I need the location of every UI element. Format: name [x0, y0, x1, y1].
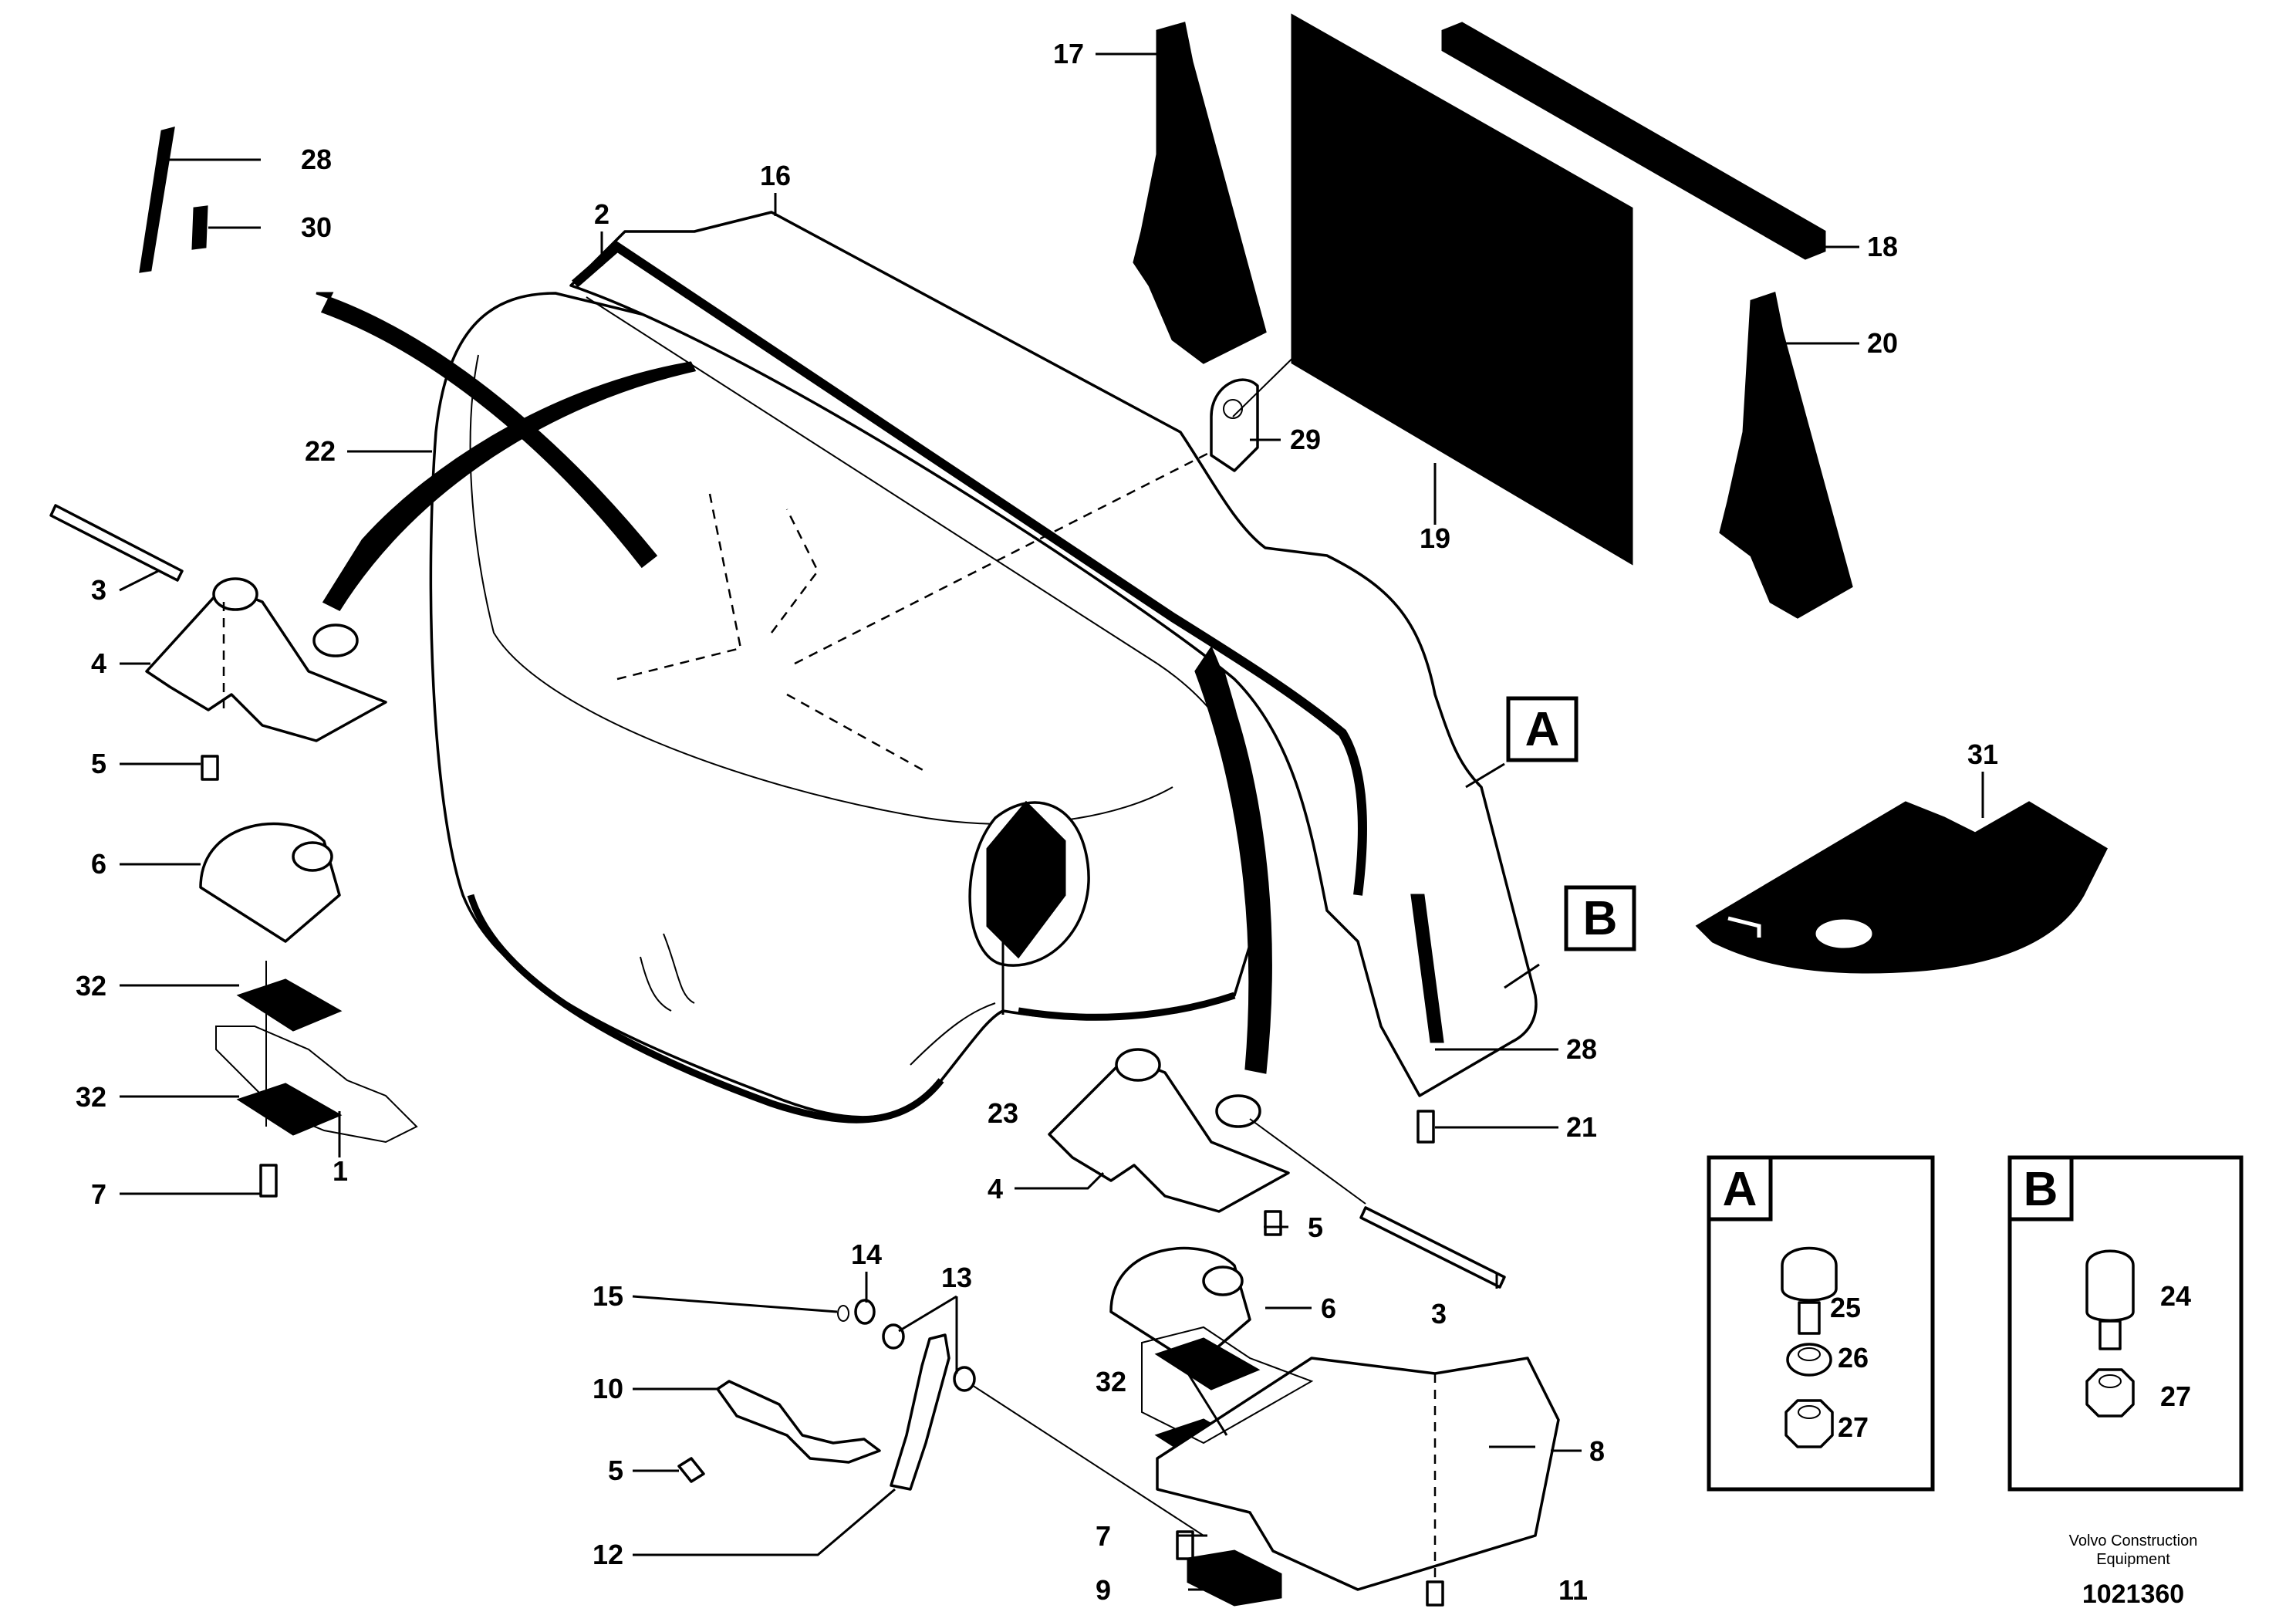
part-3-pin-right [1359, 1206, 1506, 1289]
callout-labels: 1 2 3 4 5 6 32 32 7 4 5 6 3 8 7 9 11 15 … [76, 38, 1998, 1606]
callout-3: 3 [1431, 1298, 1447, 1330]
ref-marker-a-main: A [1506, 696, 1578, 762]
callout-3: 3 [91, 574, 106, 606]
callout-31: 31 [1967, 738, 1998, 770]
callout-20: 20 [1867, 327, 1898, 359]
callout-19: 19 [1420, 522, 1450, 554]
callout-12: 12 [593, 1539, 623, 1570]
callout-27: 27 [1838, 1411, 1869, 1443]
part-17-baffle [1133, 22, 1267, 364]
callout-29: 29 [1290, 424, 1321, 455]
leader-lines [119, 52, 2152, 1591]
part-5-bolt-latch [677, 1457, 705, 1483]
callout-10: 10 [593, 1373, 623, 1404]
part-32-shim-left-2 [236, 1083, 343, 1136]
maker-line-1: Volvo Construction [2069, 1532, 2198, 1549]
svg-text:A: A [1723, 1163, 1757, 1216]
part-11-bolt [1426, 1580, 1444, 1607]
part-27-nut-b [2085, 1368, 2135, 1418]
part-3-pin-left [49, 504, 184, 582]
part-8-plate-left [215, 1026, 418, 1144]
part-28-strip-right [1410, 894, 1444, 1043]
callout-14: 14 [851, 1238, 882, 1270]
part-12-link [890, 1333, 950, 1491]
callout-11: 11 [1558, 1574, 1588, 1606]
part-27-nut [1784, 1399, 1834, 1448]
callout-26: 26 [1838, 1342, 1869, 1374]
callout-32: 32 [76, 1081, 106, 1113]
part-24-bumper [2085, 1249, 2135, 1350]
hood-window [968, 800, 1090, 967]
direction-arrows [316, 292, 1272, 1074]
ref-marker-b-main: B [1564, 885, 1636, 951]
part-5-bolt-right [1264, 1210, 1282, 1236]
callout-18: 18 [1867, 231, 1898, 262]
part-32-shim-right-1 [1154, 1337, 1261, 1391]
part-13-washer-a [882, 1323, 905, 1350]
part-7-bolt-left [259, 1164, 278, 1198]
part-15-washer [837, 1305, 849, 1322]
callout-6: 6 [1321, 1293, 1336, 1324]
callout-25: 25 [1830, 1292, 1861, 1323]
callout-21: 21 [1566, 1111, 1597, 1143]
callout-9: 9 [1096, 1574, 1111, 1606]
part-21-bolt [1416, 1110, 1435, 1144]
maker-line-2: Equipment [2096, 1551, 2170, 1568]
engine-hood [429, 211, 1538, 1124]
svg-text:A: A [1525, 703, 1560, 756]
callout-15: 15 [593, 1280, 623, 1312]
callout-28: 28 [301, 144, 332, 175]
part-10-lever [716, 1380, 881, 1464]
part-19-panel [1291, 13, 1633, 566]
part-9-block [1187, 1549, 1282, 1607]
callout-7: 7 [91, 1178, 106, 1210]
part-30-block [191, 205, 208, 250]
callout-4: 4 [91, 647, 106, 679]
part-18-strip [1441, 22, 1826, 260]
detail-box-a: A 25 26 27 [1707, 1155, 1935, 1492]
figure-number: 1021360 [2082, 1580, 2184, 1609]
callout-2: 2 [594, 198, 609, 230]
callout-17: 17 [1053, 38, 1084, 69]
part-25-bumper [1781, 1246, 1838, 1335]
callout-24: 24 [2160, 1280, 2191, 1312]
callout-5: 5 [1308, 1211, 1323, 1243]
callout-32: 32 [76, 970, 106, 1002]
detail-box-b: B 24 27 [2007, 1155, 2244, 1492]
callout-16: 16 [760, 160, 791, 191]
callout-1: 1 [333, 1155, 348, 1187]
part-14-washer [854, 1299, 876, 1325]
part-20-baffle [1719, 292, 1853, 619]
svg-text:B: B [1583, 892, 1618, 945]
callout-32: 32 [1096, 1366, 1126, 1397]
callout-5: 5 [91, 748, 106, 779]
part-13-washer-b [953, 1366, 976, 1392]
callout-4: 4 [988, 1173, 1003, 1205]
part-32-shim-left-1 [236, 978, 343, 1032]
part-5-bolt-left [201, 755, 219, 781]
callout-8: 8 [1589, 1435, 1605, 1467]
callout-23: 23 [988, 1097, 1018, 1129]
part-6-hinge-left [199, 822, 341, 943]
svg-text:B: B [2024, 1163, 2058, 1216]
callout-7: 7 [1096, 1520, 1111, 1552]
part-28-strip-top [139, 126, 175, 273]
part-31-plate [1695, 801, 2108, 974]
callout-28: 28 [1566, 1033, 1597, 1065]
part-4-hinge-right [1048, 1048, 1366, 1213]
part-6-hinge-right [1109, 1246, 1251, 1367]
footer: Volvo Construction Equipment 1021360 [2069, 1532, 2198, 1609]
callout-27: 27 [2160, 1380, 2191, 1412]
callout-5: 5 [608, 1455, 623, 1486]
callout-22: 22 [305, 435, 336, 467]
part-8-latch-plate [1141, 1326, 1560, 1591]
callout-13: 13 [941, 1262, 972, 1293]
callout-6: 6 [91, 848, 106, 880]
callout-30: 30 [301, 211, 332, 243]
part-4-hinge-left [145, 577, 387, 742]
